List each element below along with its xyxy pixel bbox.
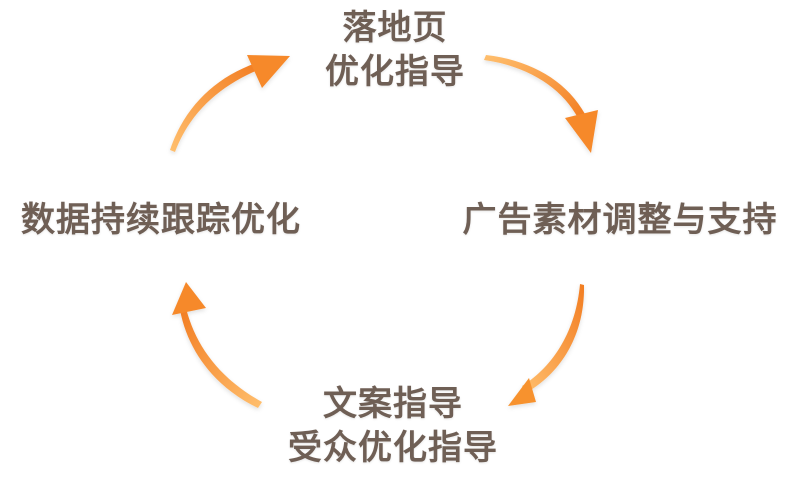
- node-landing-page: 落地页 优化指导: [300, 6, 490, 94]
- arrow-top-to-right: [484, 55, 598, 153]
- arrow-right-to-bottom: [508, 284, 585, 406]
- node-data-tracking: 数据持续跟踪优化: [0, 198, 322, 242]
- arrow-bottom-to-left: [172, 282, 262, 408]
- node-landing-page-line-2: 优化指导: [325, 52, 465, 92]
- node-data-tracking-line-1: 数据持续跟踪优化: [21, 200, 301, 240]
- node-landing-page-line-1: 落地页: [342, 8, 448, 48]
- node-ad-creative-line-1: 广告素材调整与支持: [462, 200, 778, 240]
- node-copywriting-line-1: 文案指导: [323, 384, 463, 424]
- node-copywriting-line-2: 受众优化指导: [288, 428, 498, 468]
- node-ad-creative: 广告素材调整与支持: [438, 198, 802, 242]
- node-copywriting: 文案指导 受众优化指导: [258, 382, 528, 470]
- arrow-left-to-top: [170, 55, 290, 152]
